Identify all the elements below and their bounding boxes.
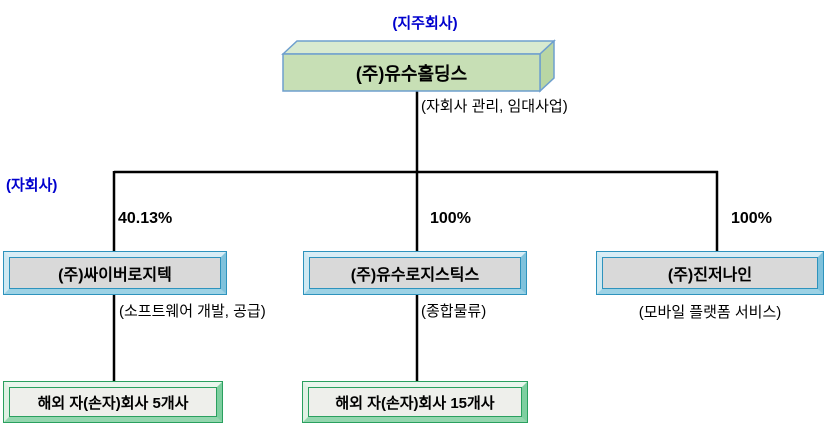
subsidiary-description: (소프트웨어 개발, 공급) (119, 303, 266, 320)
holding-company-description: (자회사 관리, 임대사업) (421, 98, 568, 115)
overseas-affiliates-box: 해외 자(손자)회사 15개사 (302, 381, 528, 423)
ownership-label: 100% (731, 210, 772, 227)
holding-section-label: (지주회사) (392, 15, 458, 32)
holding-company-box-shape (281, 39, 556, 93)
holding-company-name: (주)유수홀딩스 (355, 63, 468, 84)
subsidiary-description: (종합물류) (421, 303, 487, 320)
subsidiary-box: (주)유수로지스틱스 (303, 251, 527, 295)
overseas-affiliates-box: 해외 자(손자)회사 5개사 (3, 381, 223, 423)
ownership-label: 40.13% (118, 210, 173, 227)
subsidiary-description: (모바일 플랫폼 서비스) (638, 304, 782, 321)
subsidiary-box: (주)싸이버로지텍 (3, 251, 227, 295)
ownership-label: 100% (430, 210, 471, 227)
subsidiary-section-label: (자회사) (6, 177, 58, 194)
subsidiary-box: (주)진저나인 (596, 251, 824, 295)
